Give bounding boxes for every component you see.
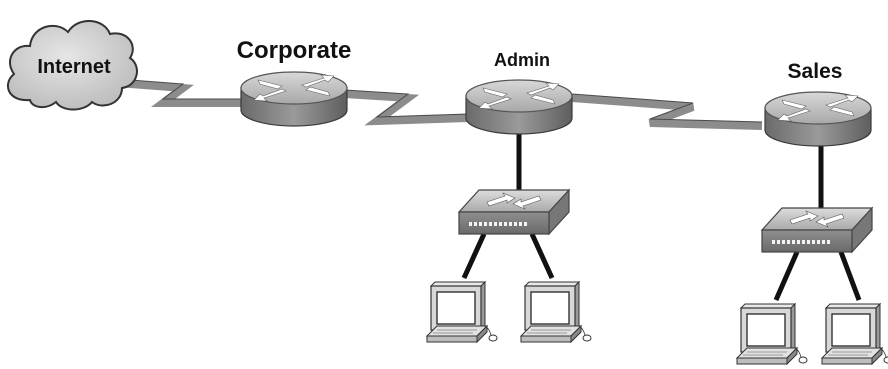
switch-icon — [761, 207, 873, 253]
router-admin-label: Admin — [494, 50, 550, 70]
switch-sales — [761, 207, 873, 253]
link-internet-corporate — [117, 79, 246, 107]
link-sales-switch-pc2 — [838, 251, 862, 301]
router-icon — [764, 91, 872, 147]
cloud-icon — [6, 20, 138, 111]
link-admin-sales — [571, 94, 763, 130]
internet-label: Internet — [37, 56, 111, 78]
router-icon — [240, 71, 348, 127]
router-icon — [465, 79, 573, 135]
serial-links — [117, 79, 763, 130]
router-corporate: Corporate — [237, 37, 352, 127]
router-corporate-label: Corporate — [237, 37, 352, 64]
link-corporate-admin — [344, 90, 469, 126]
ethernet-links — [461, 128, 862, 302]
router-admin: Admin — [465, 50, 573, 135]
workstation-icon — [821, 303, 888, 365]
switch-icon — [458, 189, 570, 235]
router-sales: Sales — [764, 60, 872, 147]
switch-admin — [458, 189, 570, 235]
link-sales-switch-pc1 — [773, 250, 800, 302]
admin-pc-2 — [520, 281, 592, 343]
sales-pc-2 — [821, 303, 888, 365]
sales-pc-1 — [736, 303, 808, 365]
internet-cloud: Internet — [6, 20, 138, 111]
router-sales-label: Sales — [788, 60, 843, 83]
workstation-icon — [426, 281, 498, 343]
workstation-icon — [520, 281, 592, 343]
admin-pc-1 — [426, 281, 498, 343]
workstation-icon — [736, 303, 808, 365]
link-admin-switch-pc2 — [529, 232, 555, 280]
link-admin-switch-pc1 — [461, 232, 487, 280]
